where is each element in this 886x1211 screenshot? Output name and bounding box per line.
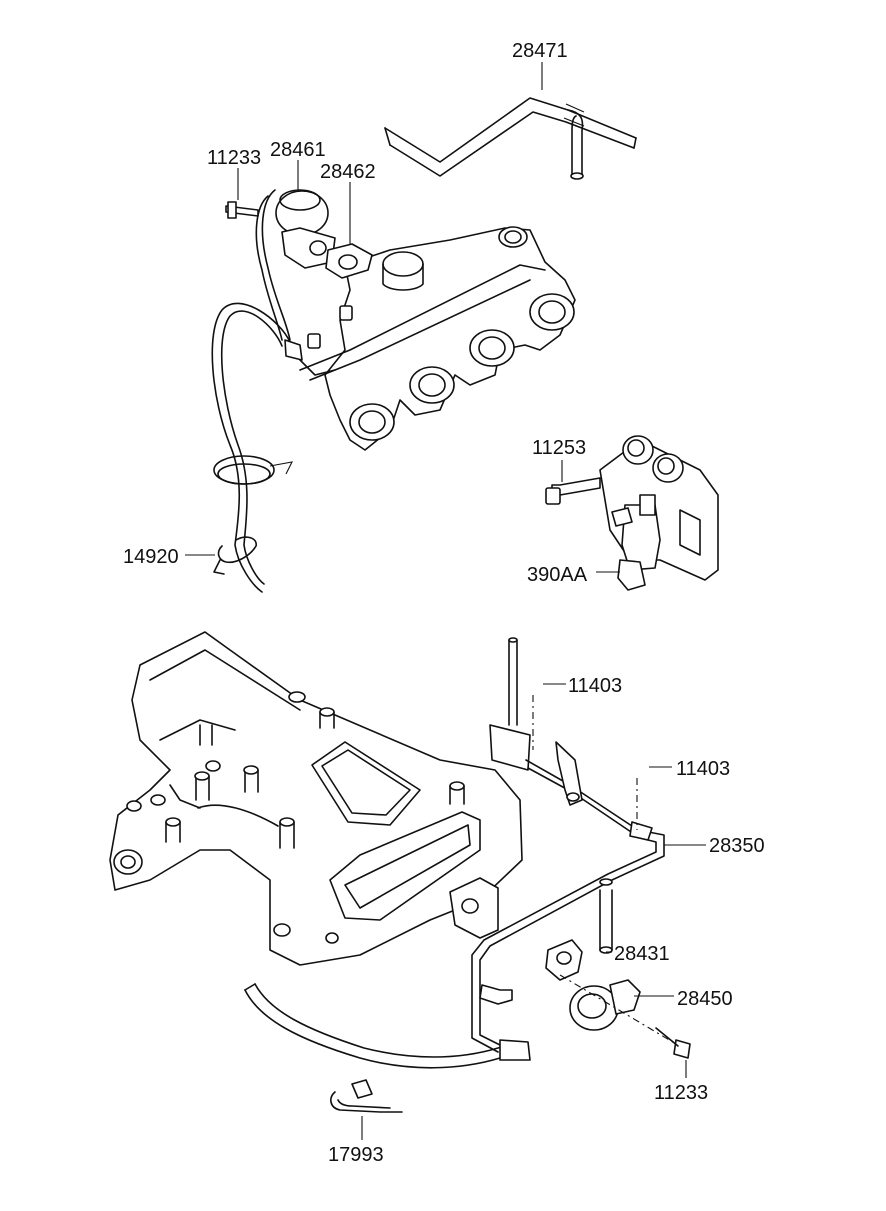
callout-11233-bottom: 11233 (654, 1082, 708, 1104)
egr-valve-bottom-drawing (545, 939, 691, 1059)
callout-28431: 28431 (614, 943, 670, 965)
callout-28450: 28450 (677, 988, 733, 1010)
vacuum-hose-drawing (211, 302, 336, 593)
callout-28461: 28461 (270, 139, 326, 161)
egr-valve-top-drawing (225, 189, 373, 341)
callout-11403-a: 11403 (568, 675, 622, 697)
callout-17993: 17993 (328, 1144, 384, 1166)
callout-11233-top: 11233 (207, 147, 261, 169)
callout-28471: 28471 (512, 40, 568, 62)
egr-pipe-drawing (384, 97, 637, 180)
exhaust-manifold-drawing (299, 226, 576, 451)
lower-hose-drawing (244, 983, 531, 1113)
egr-tube-drawing (471, 637, 665, 1053)
callout-11403-b: 11403 (676, 758, 730, 780)
intake-manifold-drawing (109, 631, 523, 966)
callout-14920: 14920 (123, 546, 179, 568)
callout-11253: 11253 (532, 437, 586, 459)
callout-28350: 28350 (709, 835, 765, 857)
leader-lines (185, 62, 706, 1140)
callout-390AA: 390AA (527, 564, 588, 586)
callout-28462: 28462 (320, 161, 376, 183)
solenoid-valve-drawing (545, 435, 719, 591)
